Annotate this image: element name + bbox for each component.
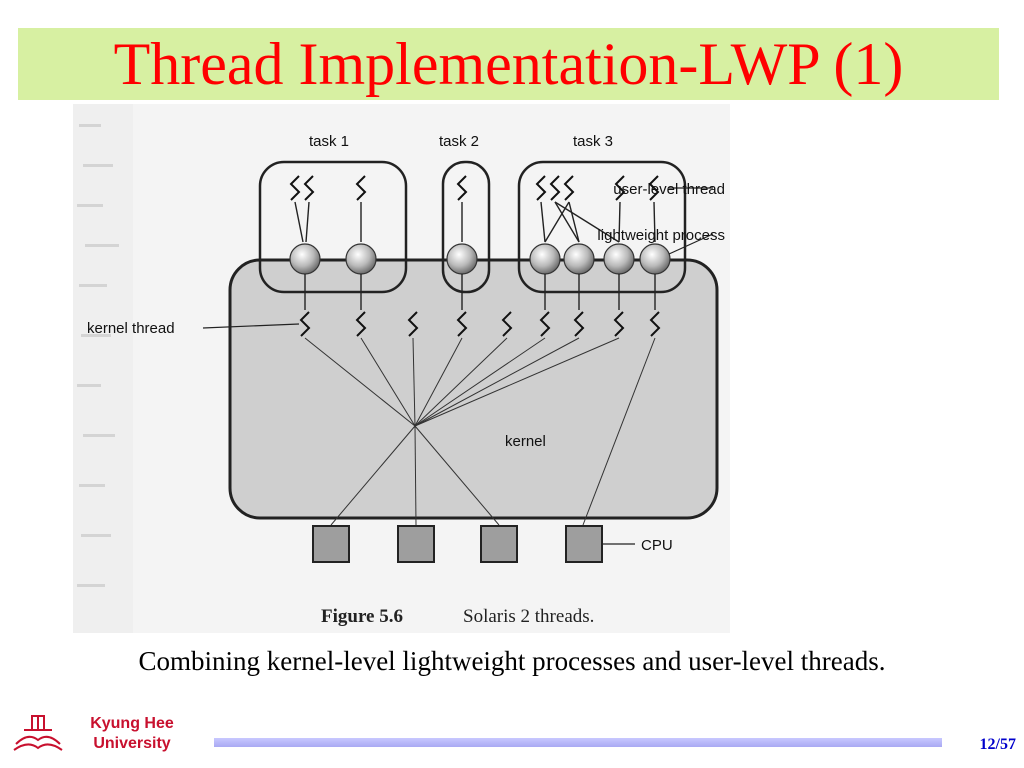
task-3-label: task 3 xyxy=(573,133,613,150)
university-name-line1: Kyung Hee xyxy=(90,715,174,732)
user-thread-icon xyxy=(648,175,660,201)
lwp-circle xyxy=(639,243,671,275)
footer-divider xyxy=(214,738,942,747)
title-bar: Thread Implementation-LWP (1) xyxy=(18,28,999,100)
user-thread-icon xyxy=(563,175,575,201)
cpu-square xyxy=(397,525,435,563)
slide-title: Thread Implementation-LWP (1) xyxy=(113,30,904,97)
slide-caption: Combining kernel-level lightweight proce… xyxy=(138,646,886,676)
kernel-thread-icon xyxy=(407,311,419,337)
task-1-box xyxy=(258,160,408,294)
kernel-thread-icon xyxy=(573,311,585,337)
user-thread-icon xyxy=(535,175,547,201)
scheduler-links xyxy=(304,337,656,526)
callout-kernel-thread: kernel thread xyxy=(87,320,175,337)
lwp-circle xyxy=(603,243,635,275)
kernel-label: kernel xyxy=(505,433,546,450)
callout-user-level-thread: user-level thread xyxy=(613,181,725,198)
figure-caption: Solaris 2 threads. xyxy=(463,606,594,627)
lwp-circle xyxy=(345,243,377,275)
kernel-threads xyxy=(299,311,661,337)
threads-diagram: kernel task 1 task 2 task 3 xyxy=(73,104,725,633)
scan-texture xyxy=(73,104,133,633)
university-name-line2: University xyxy=(93,735,171,752)
task-3-box xyxy=(517,160,687,294)
figure-number: Figure 5.6 xyxy=(321,606,403,627)
user-thread-icon xyxy=(289,175,301,201)
task-1-label: task 1 xyxy=(309,133,349,150)
user-level-threads xyxy=(289,175,660,201)
task-2-label: task 2 xyxy=(439,133,479,150)
lwp-circle xyxy=(446,243,478,275)
kernel-thread-icon xyxy=(501,311,513,337)
user-thread-icon xyxy=(549,175,561,201)
lwp-circle xyxy=(289,243,321,275)
university-name: Kyung Hee University xyxy=(72,714,192,754)
lightweight-processes xyxy=(289,243,671,275)
kernel-thread-icon xyxy=(355,311,367,337)
user-thread-icon xyxy=(614,175,626,201)
cpu-square xyxy=(312,525,350,563)
page-number: 12/57 xyxy=(979,736,1016,753)
cpu-square xyxy=(480,525,518,563)
kernel-thread-icon xyxy=(299,311,311,337)
lwp-circle xyxy=(529,243,561,275)
kernel-thread-icon xyxy=(539,311,551,337)
callout-cpu: CPU xyxy=(641,537,673,554)
kernel-thread-icon xyxy=(649,311,661,337)
lwp-circle xyxy=(563,243,595,275)
task-2-box xyxy=(441,160,491,294)
callout-lightweight-process: lightweight process xyxy=(597,227,725,244)
university-logo xyxy=(8,710,68,760)
kernel-thread-icon xyxy=(456,311,468,337)
thread-lwp-links xyxy=(294,201,656,243)
cpu-square xyxy=(565,525,603,563)
user-thread-icon xyxy=(355,175,367,201)
user-thread-icon xyxy=(456,175,468,201)
user-thread-icon xyxy=(303,175,315,201)
callout-lines xyxy=(202,187,714,545)
cpus xyxy=(312,525,603,563)
lwp-kernel-links xyxy=(304,274,656,310)
kernel-thread-icon xyxy=(613,311,625,337)
kernel-box xyxy=(228,258,719,520)
university-emblem-icon xyxy=(13,715,63,751)
figure-solaris-threads: kernel task 1 task 2 task 3 xyxy=(73,104,730,633)
